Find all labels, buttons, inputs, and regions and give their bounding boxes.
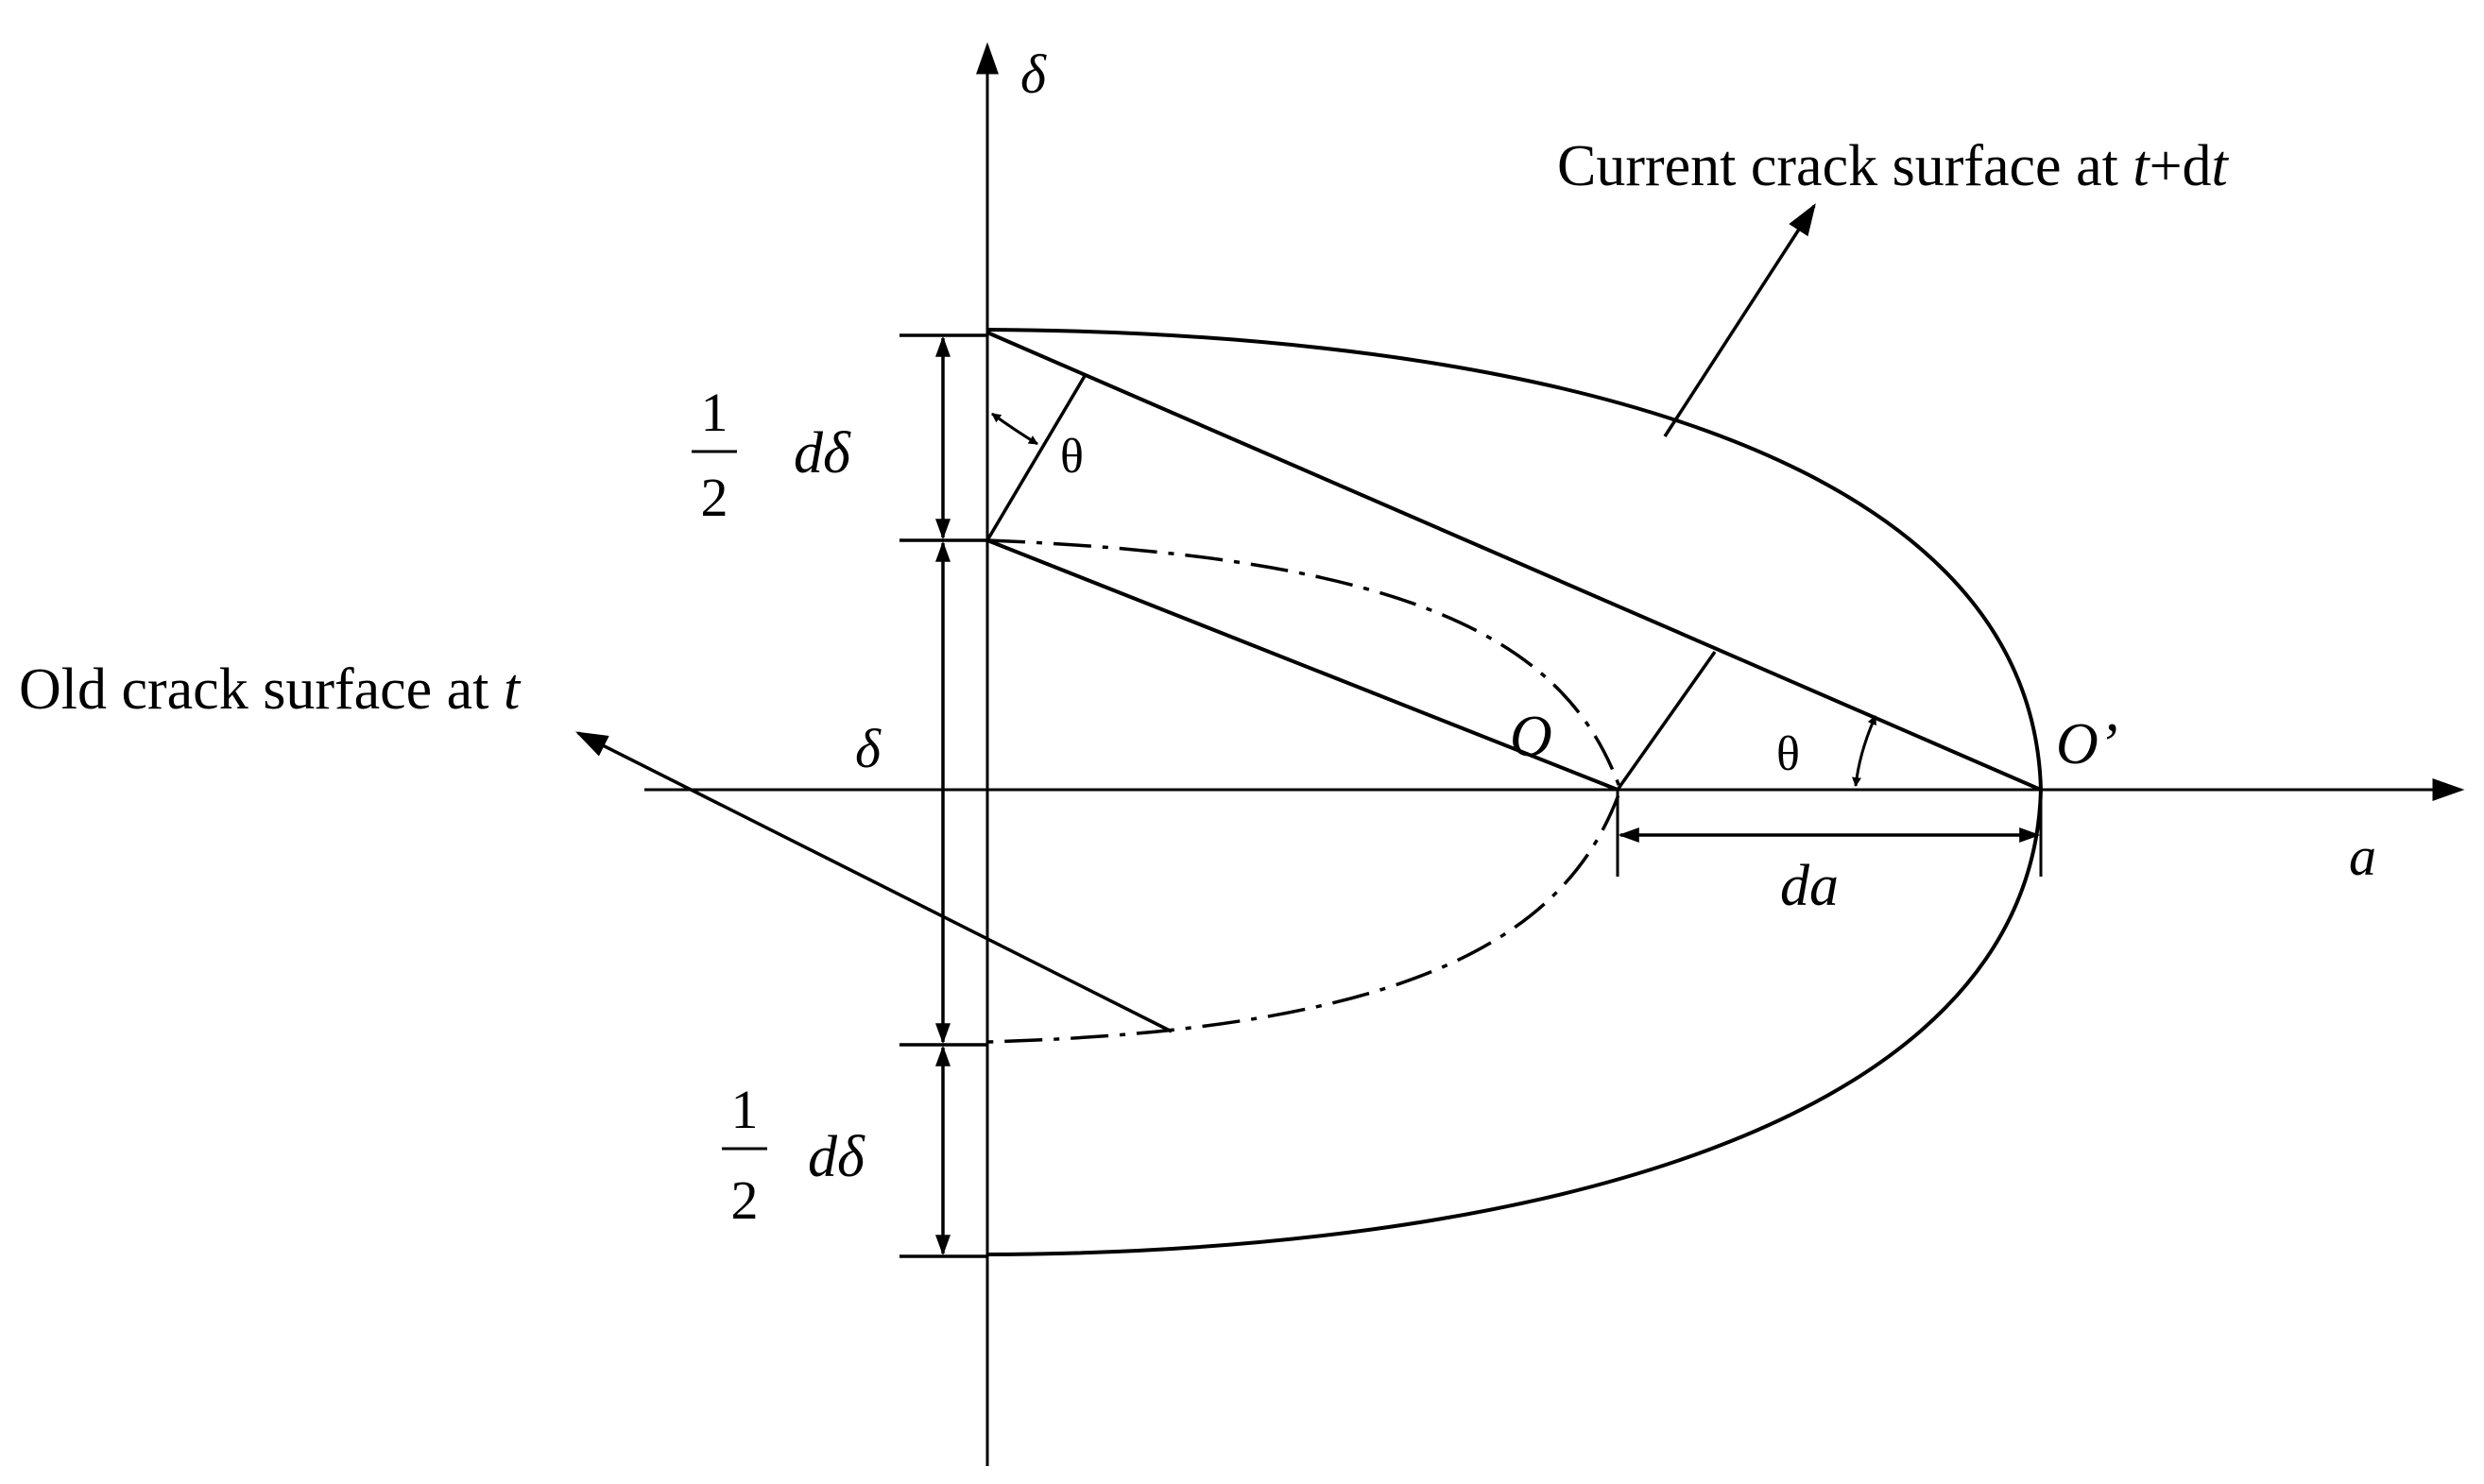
current-crack-surface bbox=[986, 328, 2044, 1256]
delta-axis-label: δ bbox=[1020, 43, 1047, 105]
perpendicular-bottom bbox=[1616, 650, 1717, 792]
theta-right-label: θ bbox=[1776, 727, 1800, 781]
a-axis-label: a bbox=[2349, 826, 2376, 887]
theta-arc-top bbox=[991, 412, 1038, 446]
current-tangent-line bbox=[986, 331, 2042, 792]
point-o-label: O bbox=[1510, 705, 1552, 769]
theta-arc-right bbox=[1852, 715, 1877, 787]
theta-top-label: θ bbox=[1060, 430, 1084, 484]
fraction-numerator: 1 bbox=[701, 382, 728, 443]
half-d-delta-top: 1 2 dδ bbox=[692, 382, 851, 528]
old-surface-label: Old crack surface at t bbox=[19, 657, 522, 722]
d-delta-symbol: dδ bbox=[794, 421, 851, 486]
fraction-denominator: 2 bbox=[701, 467, 728, 528]
current-surface-leader bbox=[1663, 203, 1816, 437]
d-delta-symbol: dδ bbox=[808, 1125, 865, 1189]
fraction-numerator: 1 bbox=[731, 1079, 759, 1140]
old-tangent-line bbox=[986, 538, 1619, 792]
da-label: da bbox=[1780, 854, 1839, 918]
old-crack-surface bbox=[986, 538, 1622, 1044]
half-d-delta-bottom: 1 2 dδ bbox=[722, 1079, 865, 1231]
old-surface-leader bbox=[574, 731, 1173, 1033]
point-o-prime-label: O’ bbox=[2056, 712, 2117, 776]
current-surface-label: Current crack surface at t+dt bbox=[1557, 134, 2230, 198]
perpendicular-top bbox=[985, 375, 1087, 541]
fraction-denominator: 2 bbox=[731, 1169, 759, 1231]
delta-dimension-label: δ bbox=[855, 718, 882, 779]
